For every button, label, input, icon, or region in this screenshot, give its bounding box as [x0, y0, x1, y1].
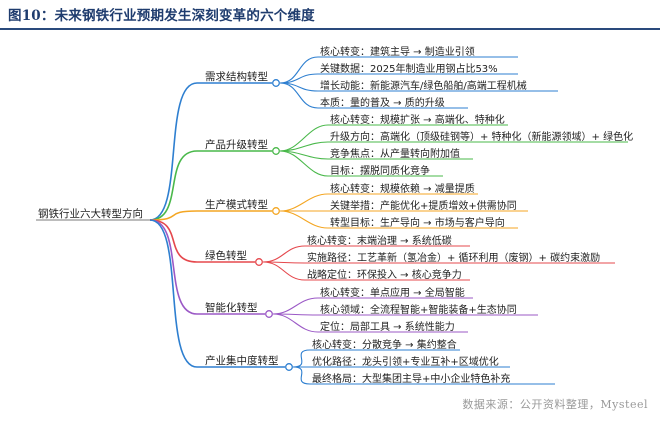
connector-branch-1-leaf-3: [279, 150, 329, 177]
branch-label-green: 绿色转型: [205, 250, 247, 262]
leaf-product-3: 竞争焦点：从产量转向附加值: [330, 149, 460, 160]
connector-branch-3-leaf-0: [262, 245, 306, 263]
leaf-demand-3: 增长动能：新能源汽车/绿色船舶/高端工程机械: [320, 81, 527, 92]
connector-branch-5-leaf-0: [292, 349, 311, 368]
branch-label-smart: 智能化转型: [205, 302, 258, 314]
connector-root-branch-0: [149, 82, 198, 221]
figure-title: 图10：未来钢铁行业预期发生深刻变革的六个维度: [8, 8, 315, 24]
connector-branch-5-leaf-2: [292, 366, 311, 385]
leaf-concentration-3: 最终格局：大型集团主导+中小企业特色补充: [312, 374, 511, 385]
branch-node-dot-3: [255, 258, 263, 266]
leaf-smart-1: 核心转变：单点应用 → 全局智能: [320, 288, 465, 299]
leaf-demand-1: 核心转变：建筑主导 → 制造业引领: [320, 47, 475, 58]
connector-branch-1-leaf-0: [279, 124, 329, 152]
connector-branch-0-leaf-3: [279, 82, 319, 109]
connector-root-branch-5: [149, 219, 198, 368]
branch-label-production: 生产模式转型: [205, 199, 268, 211]
connector-branch-4-leaf-0: [272, 297, 319, 315]
branch-label-demand: 需求结构转型: [205, 71, 268, 83]
branch-node-dot-4: [265, 310, 273, 318]
leaf-concentration-2: 优化路径：龙头引领+专业互补+区域优化: [312, 357, 499, 368]
leaf-green-3: 战略定位：环保投入 → 核心竞争力: [307, 270, 462, 281]
leaf-green-1: 核心转变：末端治理 → 系统低碳: [307, 236, 452, 247]
connector-branch-2-leaf-0: [279, 193, 329, 212]
leaf-green-2: 实施路径：工艺革新（氢冶金）+ 循环利用（废钢）+ 碳约束激励: [307, 253, 601, 264]
leaf-product-4: 目标：摆脱同质化竞争: [330, 166, 430, 177]
branch-node-dot-2: [272, 207, 280, 215]
leaf-smart-2: 核心领域：全流程智能+智能装备+生态协同: [320, 305, 517, 316]
leaf-product-1: 核心转变：规模扩张 → 高端化、特种化: [330, 115, 505, 126]
branch-node-dot-1: [272, 147, 280, 155]
branch-node-dot-0: [272, 79, 280, 87]
leaf-product-2: 升级方向：高端化（顶级硅钢等）+ 特种化（新能源领域）+ 绿色化: [330, 132, 634, 143]
branch-label-concentration: 产业集中度转型: [205, 355, 279, 367]
leaf-production-3: 转型目标：生产导向 → 市场与客户导向: [330, 218, 505, 229]
connector-root-branch-1: [149, 150, 198, 221]
connector-root-branch-2: [149, 210, 198, 221]
leaf-demand-2: 关键数据：2025年制造业用钢占比53%: [320, 64, 498, 75]
connector-branch-2-leaf-2: [279, 210, 329, 229]
connector-branch-3-leaf-2: [262, 261, 306, 281]
connector-root-branch-3: [149, 219, 198, 263]
source-note: 数据来源：公开资料整理，Mysteel: [462, 398, 648, 411]
connector-branch-4-leaf-2: [272, 313, 319, 333]
title-divider: [0, 28, 660, 30]
branch-node-dot-5: [285, 363, 293, 371]
leaf-concentration-1: 核心转变：分散竞争 → 集约整合: [312, 340, 457, 351]
connector-root-branch-4: [149, 219, 198, 315]
branch-label-product: 产品升级转型: [205, 139, 268, 151]
leaf-production-1: 核心转变：规模依赖 → 减量提质: [330, 184, 475, 195]
leaf-demand-4: 本质：量的普及 → 质的升级: [320, 98, 445, 109]
leaf-smart-3: 定位：局部工具 → 系统性能力: [320, 322, 455, 333]
root-node: 钢铁行业六大转型方向: [38, 208, 143, 220]
leaf-production-2: 关键举措：产能优化+提质增效+供需协同: [330, 201, 517, 212]
